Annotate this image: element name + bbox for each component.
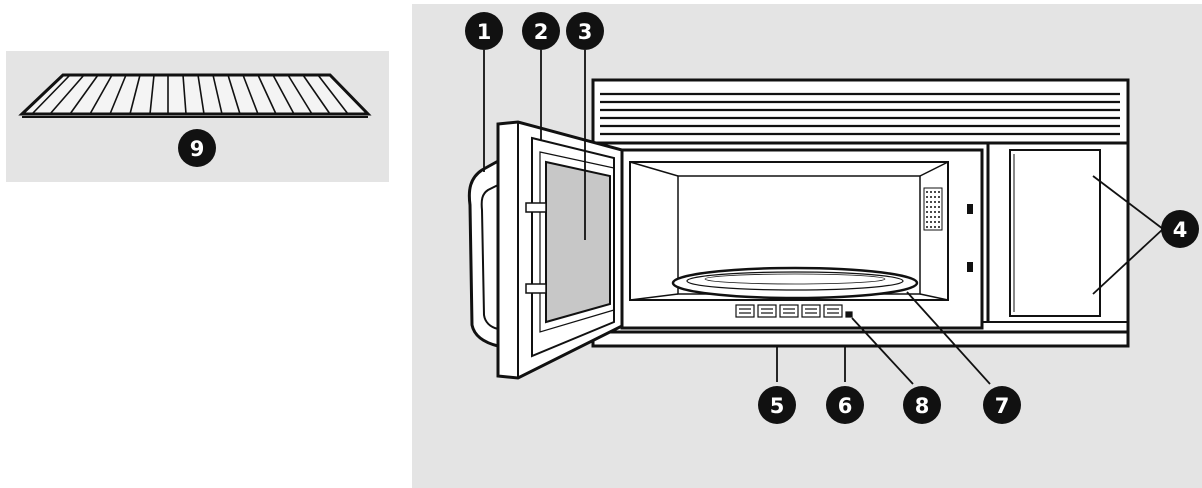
oven-cavity [622, 150, 982, 328]
callout-5-label: 5 [770, 394, 785, 418]
callout-3-label: 3 [578, 20, 593, 44]
wire-rack [22, 75, 368, 117]
callout-5: 5 [758, 386, 796, 424]
callout-4: 4 [1161, 210, 1199, 248]
callout-1-label: 1 [477, 20, 492, 44]
callout-7: 7 [983, 386, 1021, 424]
callout-8-label: 8 [915, 394, 930, 418]
callout-2: 2 [522, 12, 560, 50]
callout-9: 9 [178, 129, 216, 167]
callout-2-label: 2 [534, 20, 549, 44]
callout-1: 1 [465, 12, 503, 50]
callout-6-label: 6 [838, 394, 853, 418]
callout-3: 3 [566, 12, 604, 50]
callout-6: 6 [826, 386, 864, 424]
turntable [673, 268, 917, 298]
callout-7-label: 7 [995, 394, 1010, 418]
callout-8: 8 [903, 386, 941, 424]
callout-4-label: 4 [1173, 218, 1188, 242]
callout-9-label: 9 [190, 137, 205, 161]
side-vent [924, 188, 942, 230]
